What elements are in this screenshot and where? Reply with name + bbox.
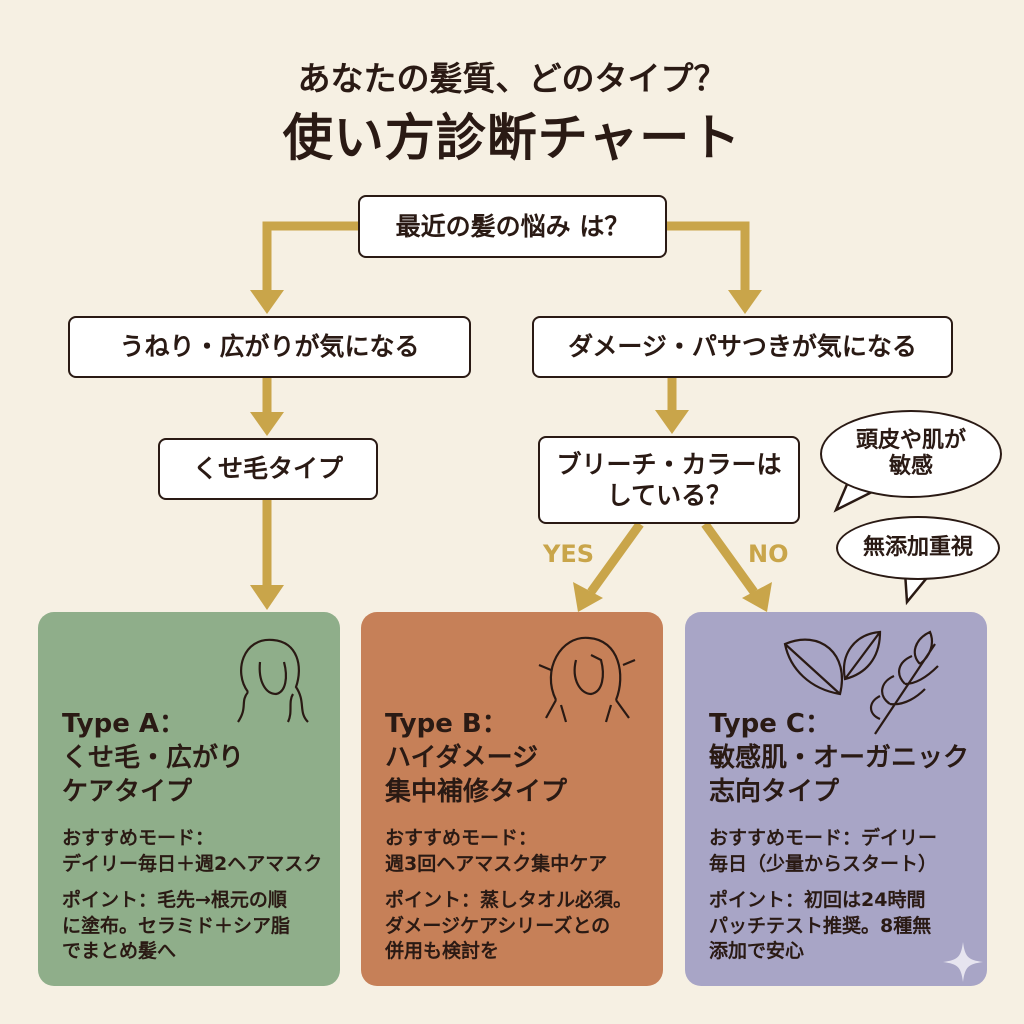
yes-label: YES <box>543 540 595 568</box>
branch-damage: ダメージ・パサつきが気になる <box>532 316 953 378</box>
arrow-root-right <box>667 221 750 292</box>
root-question: 最近の髪の悩み は？ <box>358 195 667 258</box>
card-title: Type B： ハイダメージ 集中補修タイプ <box>385 709 568 807</box>
damaged-hair-icon <box>538 636 636 723</box>
speech-bubble-sensitive: 頭皮や肌が 敏感 <box>820 410 1002 498</box>
card-point: ポイント：毛先→根元の順 に塗布。セラミド＋シア脂 でまとめ髪へ <box>62 889 291 963</box>
card-point: ポイント：初回は24時間 パッチテスト推奨。8種無 添加で安心 <box>709 889 932 963</box>
no-label: NO <box>748 540 789 568</box>
arrowhead <box>728 290 762 314</box>
card-type-c: Type C： 敏感肌・オーガニック 志向タイプ おすすめモード：デイリー 毎日… <box>685 612 987 986</box>
card-recommended-mode: おすすめモード：デイリー 毎日（少量からスタート） <box>709 827 938 875</box>
question-bleach: ブリーチ・カラーは している？ <box>538 436 800 524</box>
card-recommended-mode: おすすめモード： 週3回ヘアマスク集中ケア <box>385 827 608 875</box>
arrowhead <box>573 582 603 612</box>
arrow-no <box>701 521 758 595</box>
arrowhead <box>250 412 284 436</box>
card-type-b: Type B： ハイダメージ 集中補修タイプ おすすめモード： 週3回ヘアマスク… <box>361 612 663 986</box>
sparkle-icon <box>943 942 983 982</box>
page-title: 使い方診断チャート <box>282 109 742 167</box>
card-type-a: Type A： くせ毛・広がり ケアタイプ おすすめモード： デイリー毎日＋週2… <box>38 612 340 986</box>
card-title: Type A： くせ毛・広がり ケアタイプ <box>62 709 245 807</box>
card-title: Type C： 敏感肌・オーガニック 志向タイプ <box>709 709 970 807</box>
arrow-yes <box>587 521 644 595</box>
arrowhead <box>250 585 284 610</box>
arrowhead <box>655 410 689 434</box>
leaves-icon <box>783 630 939 735</box>
wavy-hair-icon <box>237 638 309 723</box>
branch-frizz: うねり・広がりが気になる <box>68 316 471 378</box>
arrowhead <box>250 290 284 314</box>
card-recommended-mode: おすすめモード： デイリー毎日＋週2ヘアマスク <box>62 827 323 875</box>
arrow-root-left <box>262 221 358 292</box>
title-line1: あなたの髪質、どのタイプ？ <box>297 59 727 98</box>
card-point: ポイント：蒸しタオル必須。 ダメージケアシリーズとの 併用も検討を <box>385 889 633 963</box>
speech-bubble-additive-free: 無添加重視 <box>836 516 1000 580</box>
arrowhead <box>742 582 772 612</box>
result-kusege: くせ毛タイプ <box>158 438 378 500</box>
